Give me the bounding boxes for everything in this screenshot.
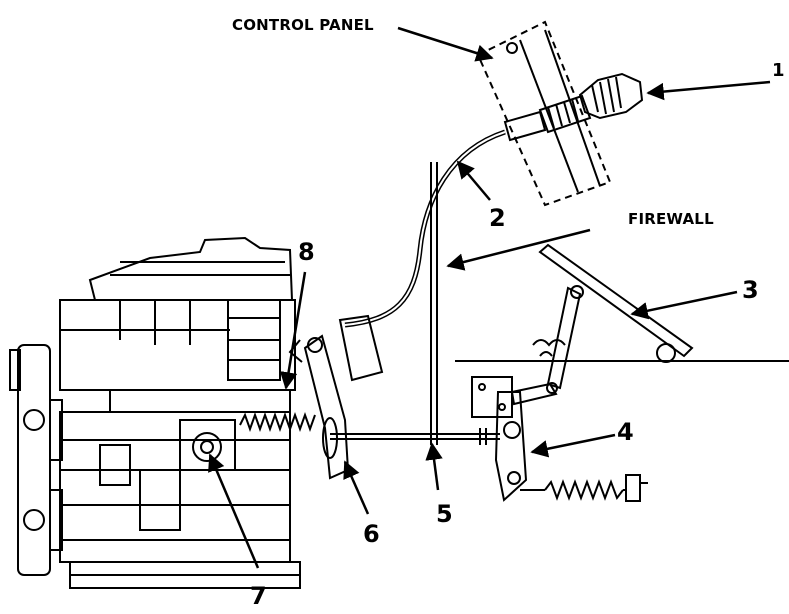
control-panel-label: CONTROL PANEL — [232, 16, 374, 34]
label-6: 6 — [363, 520, 380, 548]
bellcrank-lever — [288, 314, 384, 480]
label-7: 7 — [250, 582, 267, 610]
return-spring — [520, 474, 648, 502]
label-3: 3 — [742, 276, 759, 304]
arrow-2 — [456, 160, 491, 201]
arrow-4 — [530, 433, 616, 458]
control-panel-plate — [476, 20, 612, 207]
arrow-7 — [208, 453, 260, 569]
firewall — [430, 162, 438, 445]
engine — [9, 236, 301, 589]
throttle-cable — [344, 129, 506, 328]
label-4: 4 — [617, 418, 634, 446]
pedal-linkage-bracket — [471, 376, 558, 502]
arrow-3 — [630, 290, 738, 320]
arrow-firewall — [446, 228, 591, 271]
arrow-1 — [646, 80, 771, 101]
arrow-5 — [425, 442, 443, 491]
label-1: 1 — [772, 60, 785, 81]
arrow-8 — [279, 271, 307, 390]
accelerator-pedal — [532, 243, 694, 390]
label-8: 8 — [298, 238, 315, 266]
throttle-knob — [503, 72, 644, 142]
label-2: 2 — [489, 204, 506, 232]
throttle-rod — [330, 428, 500, 445]
arrow-control-panel — [397, 26, 494, 62]
firewall-label: FIREWALL — [628, 210, 714, 228]
arrow-6 — [343, 460, 370, 515]
label-5: 5 — [436, 500, 453, 528]
carburetor-spring — [239, 412, 316, 432]
